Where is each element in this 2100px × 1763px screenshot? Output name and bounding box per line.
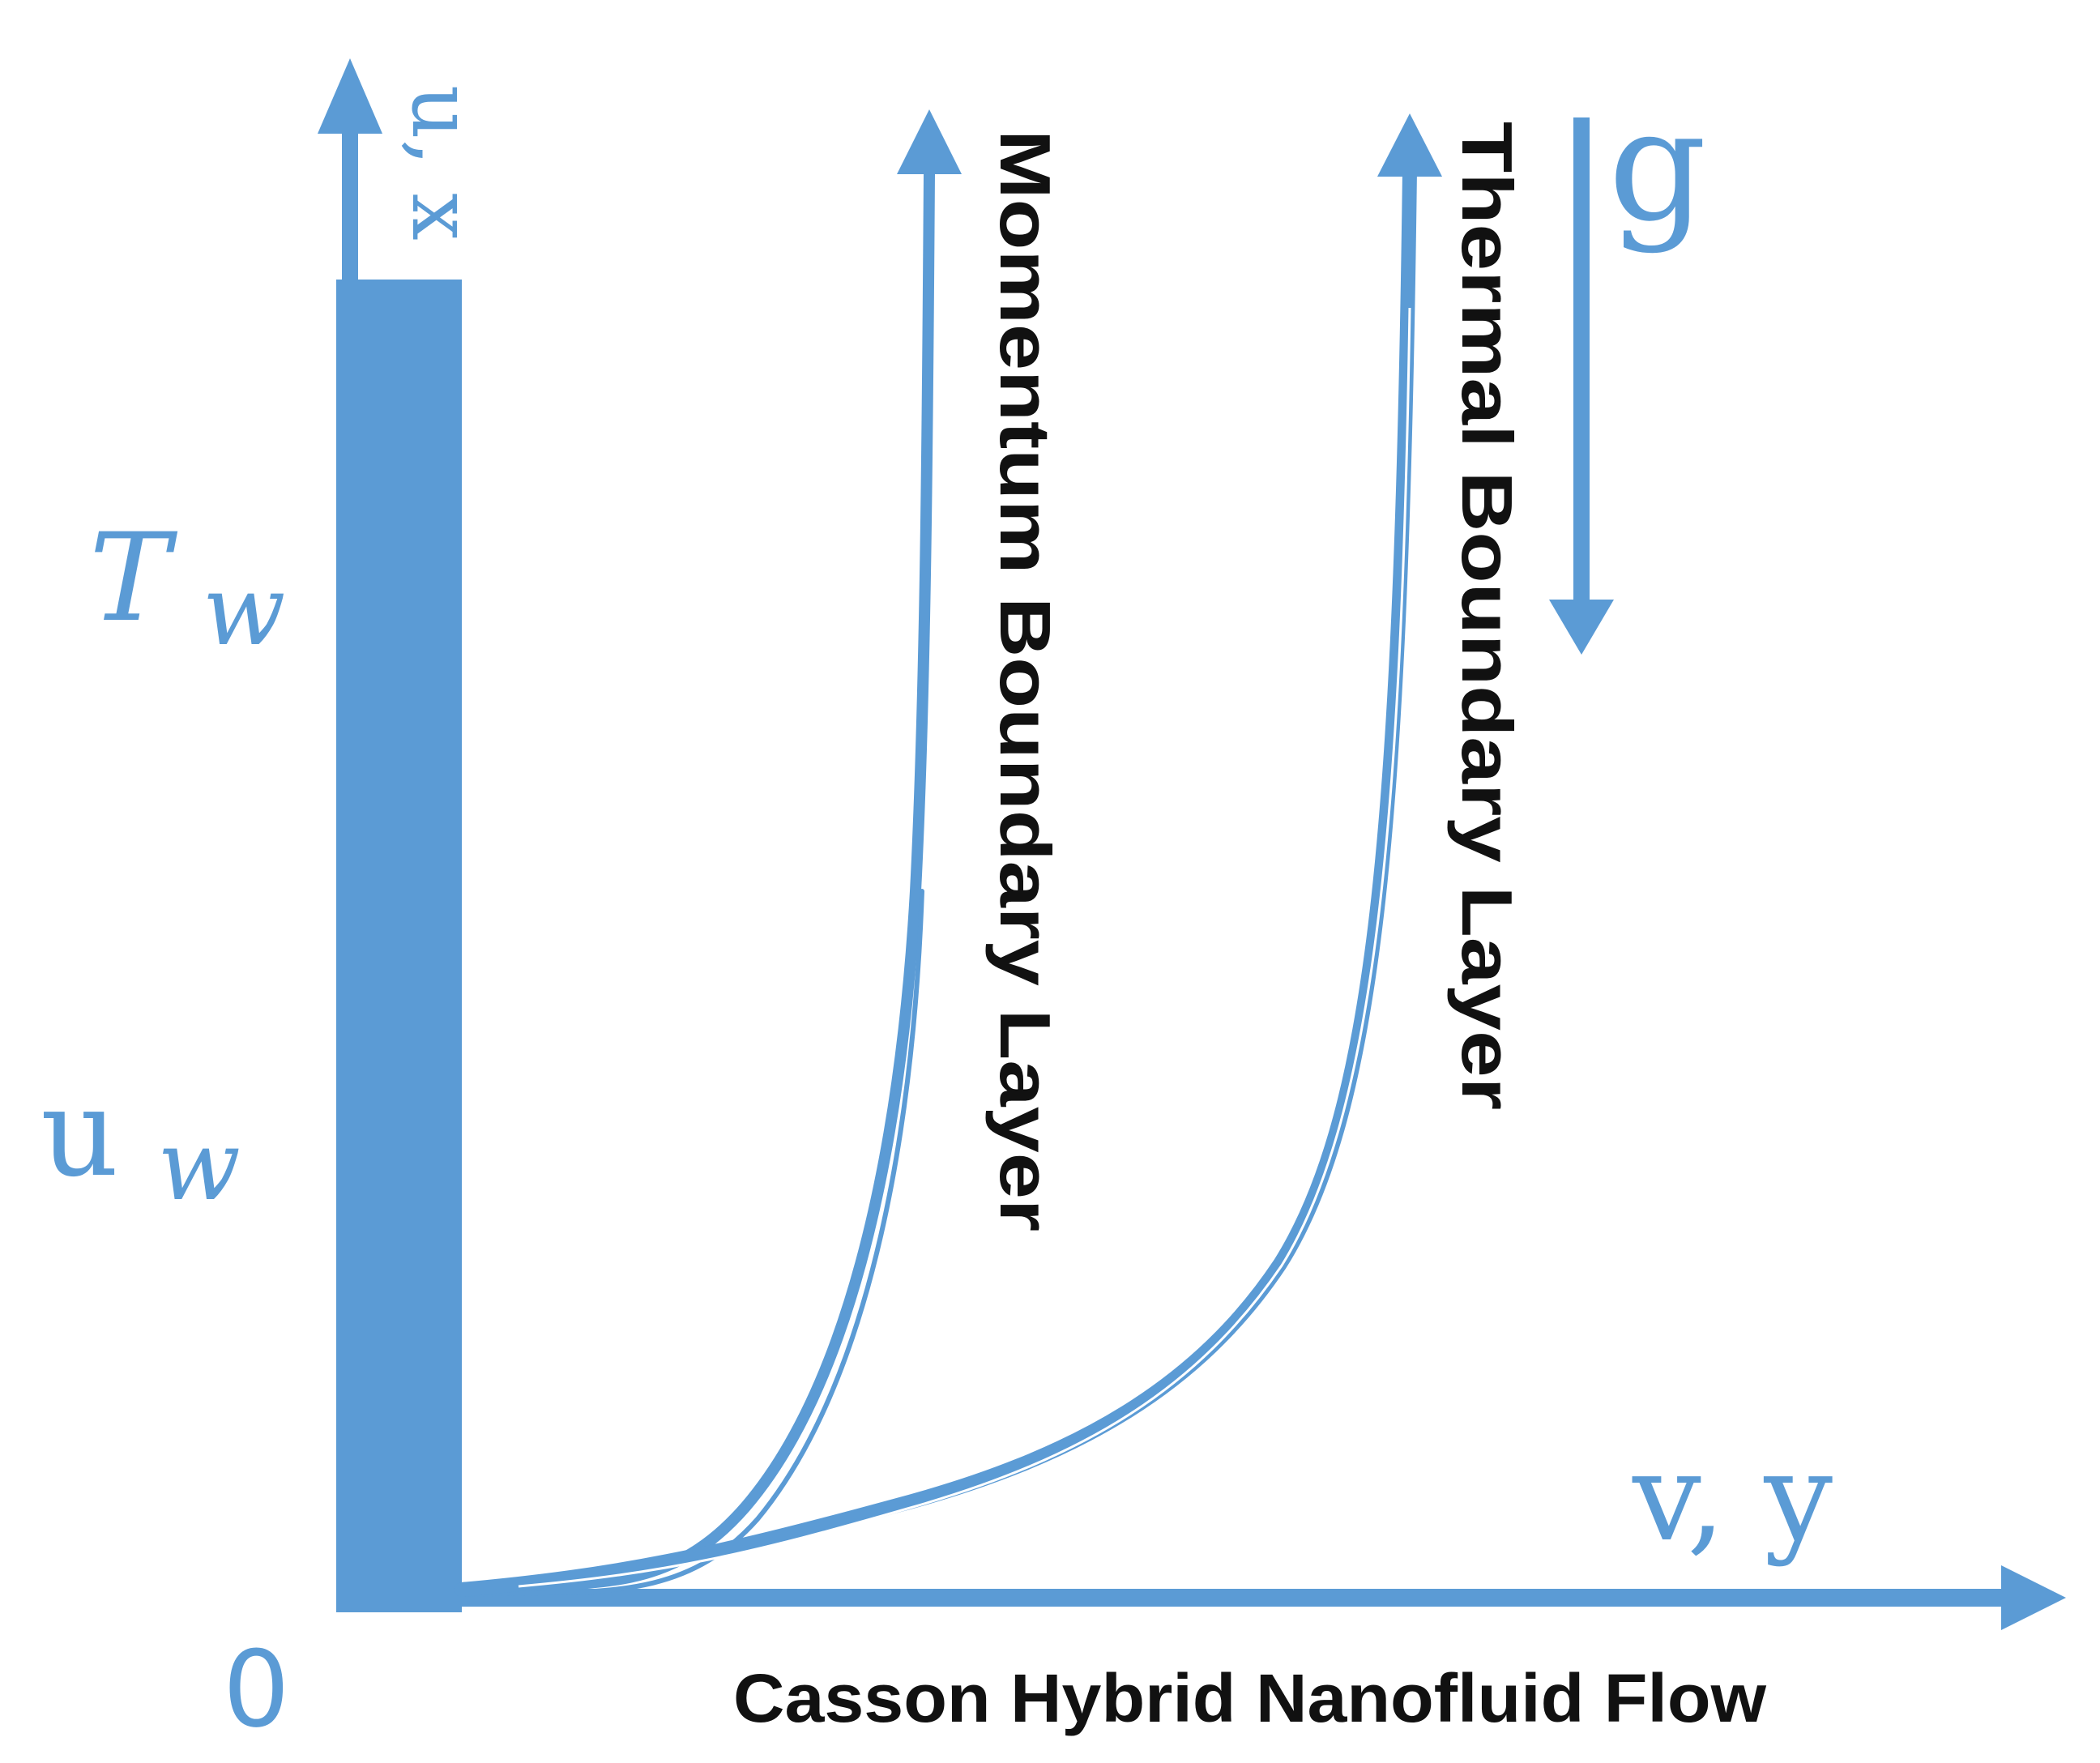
wall-temperature-base: T <box>89 508 178 649</box>
wall-temperature-sub: w <box>203 555 286 668</box>
vertical-axis-label: u, x <box>393 85 492 241</box>
vertical-axis-arrow-icon <box>318 58 382 280</box>
wall-velocity-base: u <box>41 1063 119 1204</box>
caption-label: Casson Hybrid Nanofluid Flow <box>733 1660 1767 1736</box>
thermal-arrow-icon <box>1377 113 1442 177</box>
thermal-boundary-curve <box>455 163 1417 1597</box>
horizontal-axis-arrow-icon <box>462 1565 2066 1630</box>
momentum-arrow-icon <box>897 109 962 174</box>
thermal-layer-label: Thermal Boundary Layer <box>1447 122 1527 1110</box>
gravity-label: g <box>1608 76 1707 255</box>
horizontal-axis-label: v, y <box>1632 1428 1833 1569</box>
wall-plate <box>336 280 462 1612</box>
gravity-arrow-icon <box>1549 117 1614 655</box>
origin-label: 0 <box>223 1628 290 1751</box>
momentum-boundary-curve <box>456 169 935 1597</box>
momentum-layer-label: Momentum Boundary Layer <box>985 130 1065 1232</box>
wall-velocity-label: u w <box>41 1063 241 1223</box>
wall-temperature-label: T w <box>89 508 285 668</box>
wall-velocity-sub: w <box>157 1110 241 1223</box>
